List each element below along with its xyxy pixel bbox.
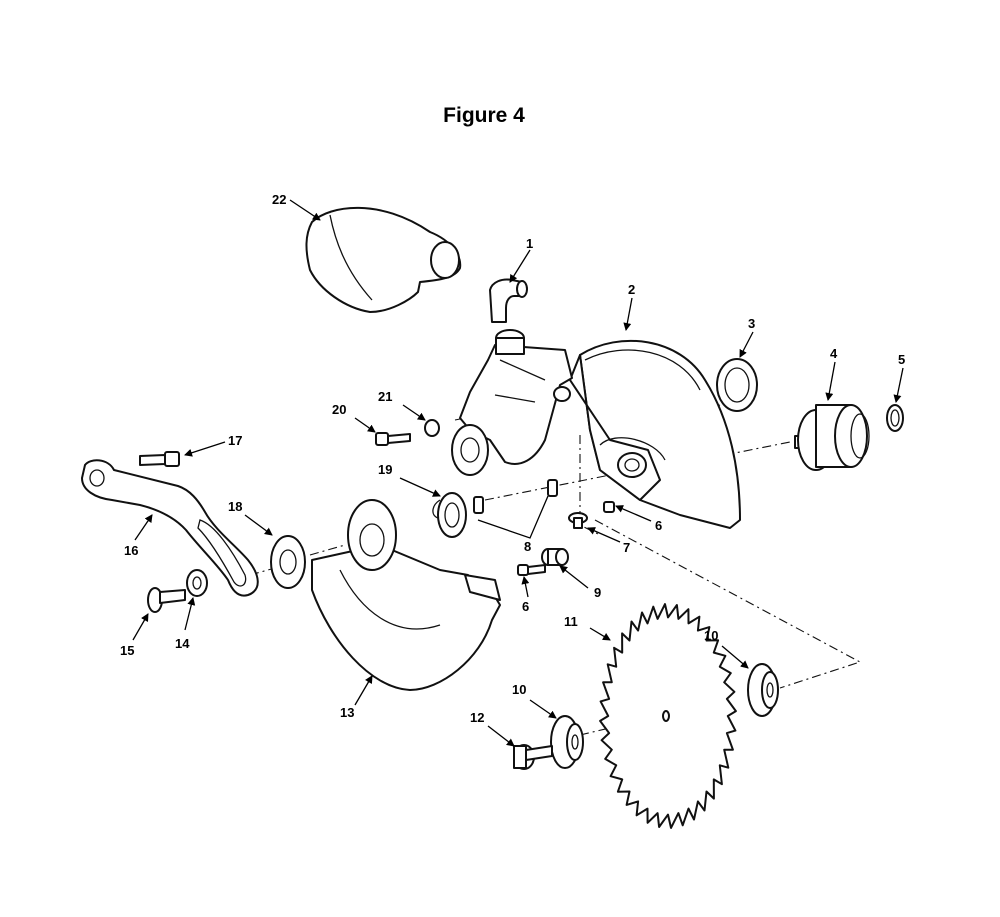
- callout-19: 19: [378, 462, 392, 477]
- callout-9: 9: [594, 585, 601, 600]
- leader-lines: [132, 199, 904, 747]
- figure-title: Figure 4: [443, 104, 525, 127]
- spindle-gear-part: [794, 404, 870, 471]
- upper-blade-guard-part: [569, 339, 741, 529]
- blade-flange-parts: [550, 663, 779, 769]
- lower-blade-guard-part: [311, 499, 501, 691]
- callout-14: 14: [175, 636, 190, 651]
- callout-10-left: 10: [512, 682, 526, 697]
- callout-10-right: 10: [704, 628, 718, 643]
- washer-and-bolt-parts: [147, 569, 208, 613]
- callout-8: 8: [524, 539, 531, 554]
- torsion-spring-part: [432, 492, 467, 538]
- shoulder-screw-part: [139, 451, 180, 467]
- screw-parts: [517, 501, 615, 576]
- set-screw-parts: [473, 479, 558, 514]
- callout-18: 18: [228, 499, 242, 514]
- retaining-ring-part: [886, 404, 904, 432]
- callout-4: 4: [830, 346, 838, 361]
- elbow-fitting-part: [489, 278, 528, 323]
- callout-7: 7: [623, 540, 630, 555]
- callout-20: 20: [332, 402, 346, 417]
- saw-blade-part: [599, 603, 737, 829]
- callout-5: 5: [898, 352, 905, 367]
- callout-21: 21: [378, 389, 392, 404]
- callout-17: 17: [228, 433, 242, 448]
- flange-part: [270, 535, 306, 589]
- spacer-part: [541, 548, 569, 566]
- callout-13: 13: [340, 705, 354, 720]
- callout-12: 12: [470, 710, 484, 725]
- callout-11: 11: [564, 614, 578, 629]
- linkage-arm-part: [81, 459, 259, 597]
- callout-1: 1: [526, 236, 533, 251]
- handle-grip-part: [305, 206, 462, 313]
- arm-housing-part: [451, 329, 573, 476]
- callout-numbers: 22 1 2 3 4 5 20 21 17 19 18 6 8 7 16 9 6…: [120, 192, 905, 725]
- bearing-part: [716, 358, 758, 412]
- callout-3: 3: [748, 316, 755, 331]
- callout-2: 2: [628, 282, 635, 297]
- callout-6-lower: 6: [522, 599, 529, 614]
- screw-and-bushing-parts: [375, 419, 440, 446]
- blade-bolt-part: [513, 744, 553, 770]
- callout-6-upper: 6: [655, 518, 662, 533]
- pivot-pin-part: [568, 512, 588, 529]
- callout-16: 16: [124, 543, 138, 558]
- callout-22: 22: [272, 192, 286, 207]
- callout-15: 15: [120, 643, 134, 658]
